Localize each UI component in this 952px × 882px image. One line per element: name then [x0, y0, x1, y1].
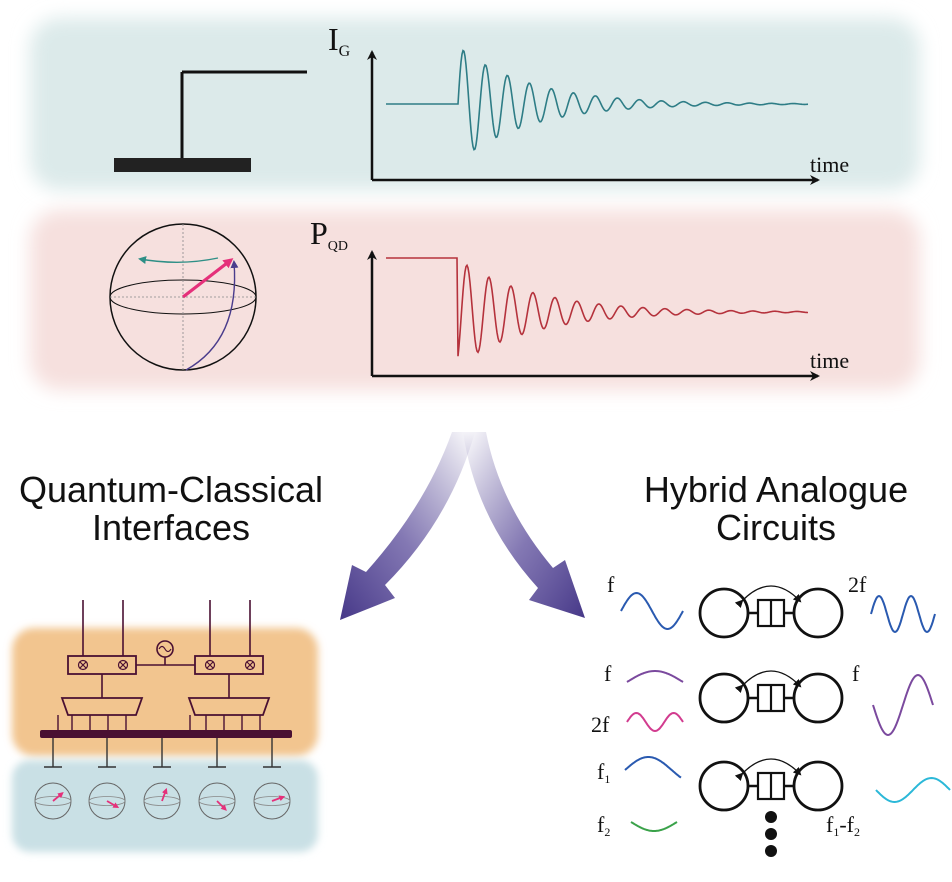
qubit-state-arrow: [161, 787, 168, 802]
top-panel-background: [30, 18, 920, 190]
row3-left-bottom-label: f2: [597, 812, 610, 839]
more-rows-ellipsis: [765, 811, 777, 857]
output-wave-f: [872, 673, 934, 737]
top-time-label: time: [810, 152, 849, 177]
circuit-row: [698, 758, 844, 812]
left-title-line1: Quantum-Classical: [19, 469, 323, 510]
resonator-right: [792, 760, 844, 812]
qubit: [34, 738, 72, 820]
row2-left-bottom-label: 2f: [591, 712, 610, 737]
row2-left-top-label: f: [604, 661, 612, 686]
left-title-line2: Interfaces: [92, 507, 250, 548]
precession-arrow: [138, 256, 219, 264]
input-wave-f: [620, 591, 684, 631]
qubit-equator: [34, 796, 72, 806]
middle-axes: [367, 250, 820, 381]
row2-right-label: f: [852, 661, 860, 686]
row1-left-label: f: [607, 572, 615, 597]
qubit: [88, 738, 126, 820]
qubit-state-arrow: [106, 800, 120, 808]
qubit: [198, 738, 236, 820]
relaxation-arrow: [185, 260, 239, 371]
middle-time-label: time: [810, 348, 849, 373]
hybrid-circuit-rows: [620, 585, 951, 832]
middle-signal-label: PQD: [310, 215, 348, 254]
resonator-left: [698, 587, 750, 639]
quantum-layer-background: [12, 760, 318, 852]
resonator-right: [792, 587, 844, 639]
qubit: [253, 738, 291, 820]
middle-panel-background: [30, 210, 920, 390]
circuit-row: [698, 670, 844, 724]
qubit-state-arrow: [52, 792, 64, 802]
qubit-equator: [198, 796, 236, 806]
row3-right-label: f1-f2: [826, 812, 860, 839]
input-wave-f2: [630, 821, 678, 832]
qubit-state-arrow: [271, 795, 286, 802]
top-signal-label: IG: [328, 21, 351, 60]
right-title-line2: Circuits: [716, 507, 836, 548]
resonator-right: [792, 672, 844, 724]
row1-right-label: 2f: [848, 572, 867, 597]
exchange-arrow: [734, 585, 802, 609]
input-wave-f1: [624, 756, 682, 779]
split-arrow: [340, 432, 585, 620]
qubit-equator: [253, 796, 291, 806]
qubit-array: [34, 738, 291, 820]
resonator-left: [698, 672, 750, 724]
top-axes: [367, 50, 820, 185]
input-wave-f: [626, 670, 684, 683]
classical-control-circuit: [57, 600, 271, 732]
input-wave-2f: [626, 711, 684, 733]
qubit: [143, 738, 181, 820]
state-vector-arrow: [182, 258, 234, 299]
qubit-equator: [88, 796, 126, 806]
population-waveform: [386, 257, 809, 357]
right-title-line1: Hybrid Analogue: [644, 469, 908, 510]
circuit-row: [698, 585, 844, 639]
gate-step-symbol: [114, 70, 307, 172]
output-wave-2f: [870, 595, 936, 633]
gate-current-waveform: [386, 49, 809, 151]
qubit-state-arrow: [216, 800, 227, 811]
chip-bus-bar: [40, 730, 292, 738]
qubit-equator: [143, 796, 181, 806]
exchange-arrow: [734, 758, 802, 782]
resonator-left: [698, 760, 750, 812]
bloch-sphere: [109, 223, 257, 371]
exchange-arrow: [734, 670, 802, 694]
output-wave-difference: [875, 776, 951, 804]
row3-left-top-label: f1: [597, 759, 610, 786]
